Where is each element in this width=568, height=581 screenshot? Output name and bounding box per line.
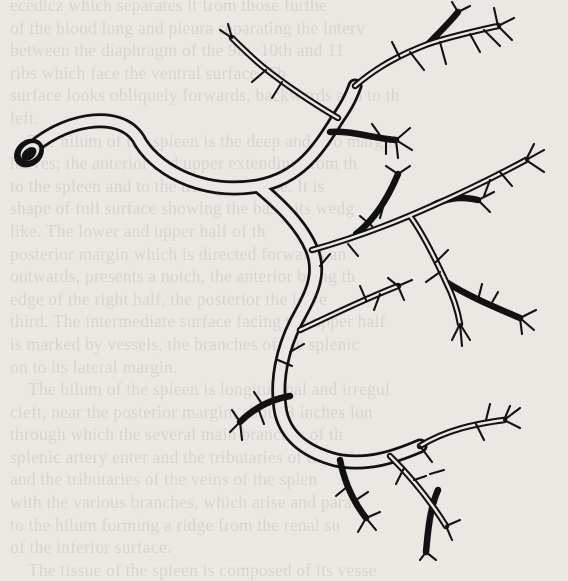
show-through-line: The tissue of the spleen is composed of …	[10, 559, 568, 581]
vessel-twigs	[220, 2, 544, 560]
vessel-branch-lumens	[232, 26, 526, 526]
main-vessel-lumen	[28, 86, 420, 462]
vessel-illustration	[0, 0, 568, 561]
book-page: ecedicz which separates it from those fu…	[0, 0, 568, 561]
main-vessel-trunk	[28, 86, 420, 462]
